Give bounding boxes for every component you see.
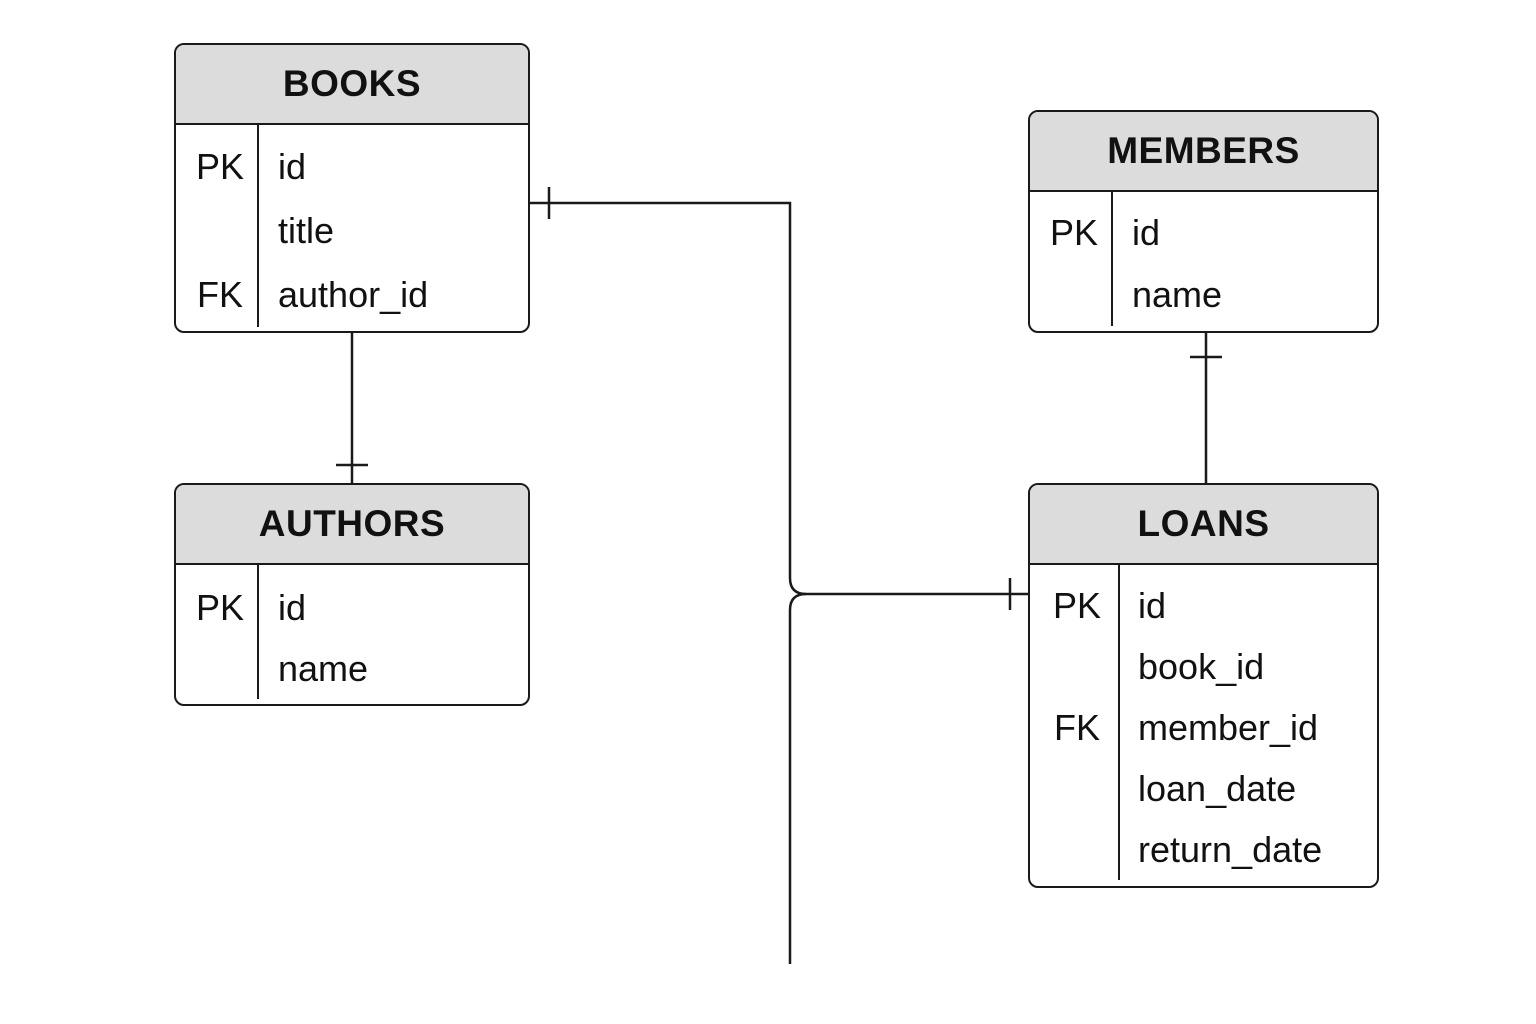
field-name: book_id: [1138, 645, 1265, 687]
loans-field-row: return_date: [1030, 819, 1377, 880]
authors-entity-fields: PK id name: [176, 565, 528, 699]
books-loans-connector: [530, 201, 1028, 596]
loans-field-row: PK id: [1030, 575, 1377, 636]
books-field-row: FK author_id: [176, 263, 528, 327]
members-entity: MEMBERS PK id name: [1028, 110, 1379, 333]
loans-field-row: FK member_id: [1030, 697, 1377, 758]
field-key: PK: [195, 586, 245, 628]
field-name: id: [278, 146, 307, 187]
books-field-row: title: [176, 199, 528, 263]
members-entity-fields: PK id name: [1030, 192, 1377, 326]
loans-field-row: book_id: [1030, 636, 1377, 697]
field-key: FK: [196, 274, 243, 315]
members-field-row: name: [1030, 264, 1377, 326]
loans-entity: LOANS PK id book_id FK member_id loan_da…: [1028, 483, 1379, 888]
field-name: id: [278, 586, 307, 628]
books-entity-title: BOOKS: [176, 45, 528, 125]
members-entity-title: MEMBERS: [1030, 112, 1377, 192]
loans-entity-title: LOANS: [1030, 485, 1377, 565]
field-key: PK: [1052, 584, 1102, 626]
field-name: id: [1138, 584, 1167, 626]
field-key: PK: [1049, 212, 1099, 253]
authors-field-row: PK id: [176, 577, 528, 638]
loans-field-row: loan_date: [1030, 758, 1377, 819]
lower-vertical-connector: [788, 592, 807, 964]
field-name: member_id: [1138, 706, 1319, 748]
loans-entity-fields: PK id book_id FK member_id loan_date ret…: [1030, 565, 1377, 880]
authors-entity-title: AUTHORS: [176, 485, 528, 565]
books-entity-fields: PK id title FK author_id: [176, 125, 528, 327]
authors-field-row: name: [176, 638, 528, 699]
field-name: loan_date: [1138, 767, 1297, 809]
books-field-row: PK id: [176, 135, 528, 199]
field-key: PK: [195, 146, 245, 187]
field-key: FK: [1053, 706, 1100, 748]
field-name: name: [1132, 274, 1223, 315]
field-name: id: [1132, 212, 1161, 253]
authors-entity: AUTHORS PK id name: [174, 483, 530, 706]
field-name: return_date: [1138, 828, 1323, 870]
books-entity: BOOKS PK id title FK author_id: [174, 43, 530, 333]
members-field-row: PK id: [1030, 202, 1377, 264]
field-name: author_id: [278, 274, 429, 315]
field-name: name: [278, 647, 369, 689]
field-name: title: [278, 210, 335, 251]
